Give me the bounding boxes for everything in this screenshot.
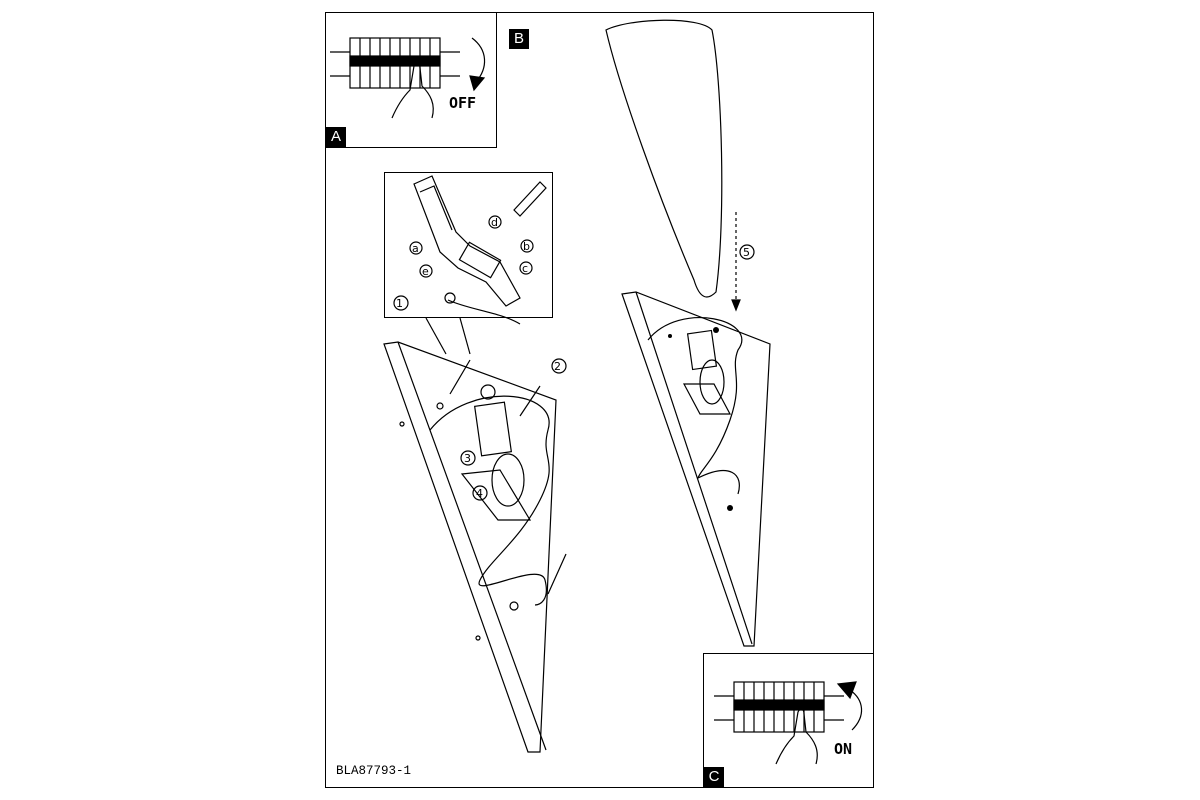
- hand-icon-c: [775, 708, 818, 765]
- step-3-marker: 3: [464, 452, 471, 465]
- panel-a-tag: A: [326, 127, 346, 147]
- step-4-marker: 4: [476, 487, 483, 500]
- step-5-marker: 5: [743, 246, 750, 259]
- screw-icon: [449, 359, 471, 395]
- instruction-sheet-frame: [325, 12, 874, 788]
- detail-letter-d: d: [491, 216, 498, 229]
- terminal-block-detail: [393, 175, 547, 325]
- panel-c-tag: C: [704, 767, 724, 787]
- wall-bracket-plate: [383, 341, 557, 753]
- panel-a-breaker-off: [325, 12, 497, 148]
- lamp-shade: [605, 19, 723, 298]
- bulb-icon: [491, 453, 525, 507]
- on-arrow-icon: [849, 689, 863, 731]
- step-1-marker: 1: [396, 297, 403, 310]
- document-code: BLA87793-1: [336, 764, 412, 778]
- detail-letter-b: b: [523, 240, 530, 253]
- off-label: OFF: [449, 94, 477, 112]
- decorative-wire-loop: [429, 395, 550, 606]
- screw-icon-lower: [547, 553, 567, 595]
- detail-letter-e: e: [422, 265, 429, 278]
- off-arrow-icon: [471, 37, 486, 83]
- on-label: ON: [834, 740, 853, 758]
- wiring-detail-inset: [384, 172, 553, 318]
- assembled-bracket-plate: [621, 291, 771, 647]
- panel-b-tag: B: [509, 29, 529, 49]
- breaker-panel-icon: [330, 37, 460, 89]
- step-2-marker: 2: [554, 360, 561, 373]
- breaker-panel-icon-c: [714, 681, 844, 733]
- hand-icon: [391, 62, 434, 119]
- detail-letter-c: c: [522, 262, 528, 275]
- detail-letter-a: a: [412, 242, 419, 255]
